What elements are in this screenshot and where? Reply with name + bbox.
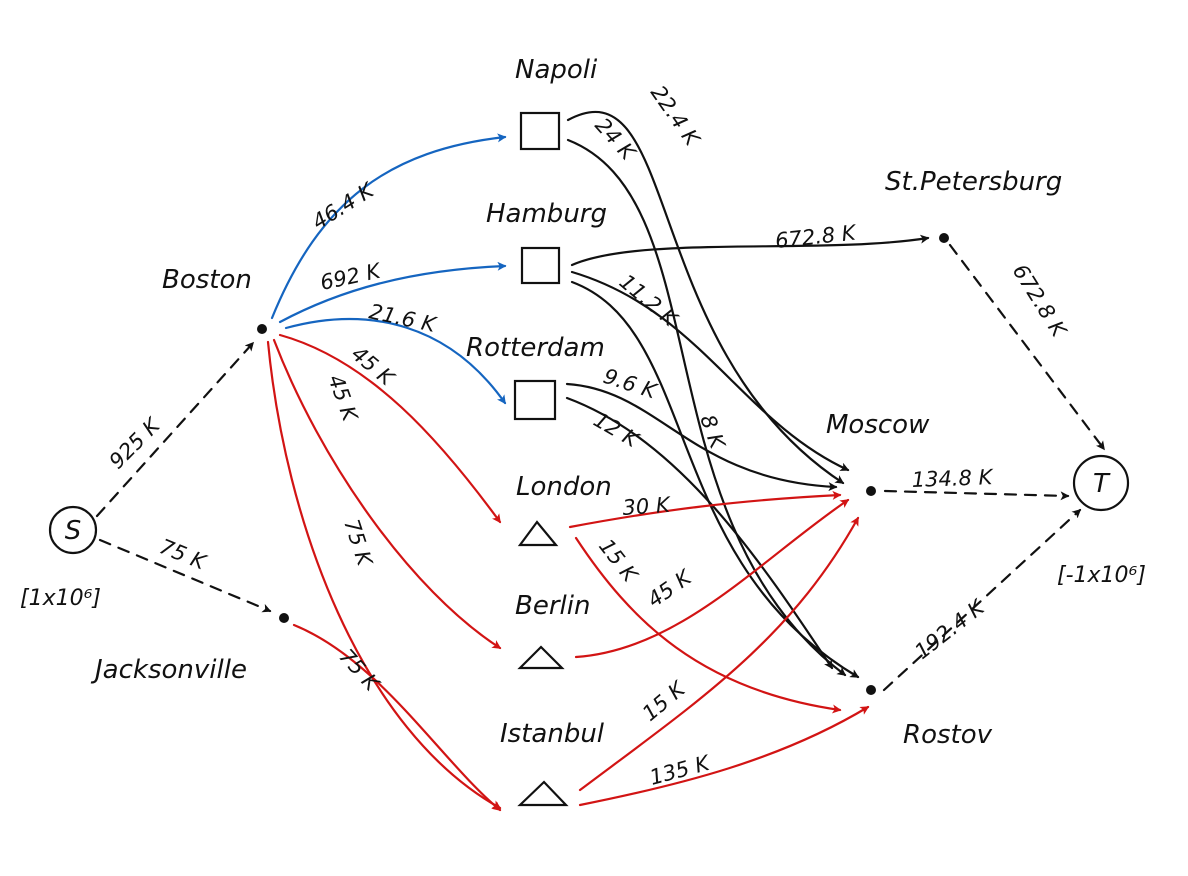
edge-istanbul-rostov	[578, 705, 870, 807]
flow-label-rotterdam-rostov: 12 K	[590, 408, 645, 453]
hamburg-label: Hamburg	[486, 199, 607, 229]
jacksonville-label: Jacksonville	[90, 655, 247, 685]
napoli-label: Napoli	[515, 55, 598, 85]
edge-boston-napoli	[270, 133, 507, 320]
edge-rostov-t	[882, 508, 1082, 692]
flow-label-moscow-t: 134.8 K	[911, 465, 995, 492]
edge-rotterdam-rostov	[565, 396, 834, 670]
edge-moscow-t	[883, 489, 1070, 501]
moscow-node	[866, 486, 876, 496]
edge-london-rostov	[574, 536, 842, 714]
edge-hamburg-stpetersburg	[570, 234, 930, 267]
edge-boston-rotterdam	[284, 318, 507, 405]
source-supply-label: [1x10⁶]	[20, 586, 101, 611]
london-label: London	[516, 472, 612, 502]
edge-hamburg-moscow	[570, 270, 850, 472]
edge-jacksonville-istanbul	[292, 623, 502, 812]
flow-label-london-moscow: 30 K	[622, 493, 673, 520]
flow-label-istanbul-rostov: 135 K	[647, 750, 714, 789]
rotterdam-node	[513, 379, 557, 421]
flow-label-boston-berlin: 45 K	[323, 372, 362, 427]
berlin-label: Berlin	[515, 591, 590, 621]
flow-label-london-rostov: 15 K	[594, 534, 643, 588]
flow-label-berlin-moscow: 45 K	[643, 564, 697, 612]
boston-label: Boston	[162, 265, 252, 295]
flow-label-jacksonville-istanbul: 75 K	[334, 644, 385, 697]
rostov-node	[866, 685, 876, 695]
flow-label-istanbul-moscow: 15 K	[638, 676, 691, 726]
edge-berlin-moscow	[574, 498, 850, 659]
berlin-node	[517, 645, 565, 670]
flow-label-rotterdam-moscow: 9.6 K	[600, 364, 661, 404]
napoli-node	[519, 111, 561, 151]
source-node	[48, 505, 98, 555]
sink-node	[1072, 454, 1130, 512]
sink-supply-label: [-1x10⁶]	[1057, 563, 1146, 588]
edge-stpetersburg-t	[948, 243, 1106, 451]
flow-label-hamburg-stpetersburg: 672.8 K	[774, 220, 859, 253]
edge-boston-london	[278, 333, 502, 524]
edge-boston-hamburg	[278, 261, 507, 324]
st-petersburg-node	[939, 233, 949, 243]
source-label: S	[65, 516, 82, 546]
edge-istanbul-moscow	[578, 516, 860, 792]
london-node	[517, 520, 559, 547]
flow-label-s-boston: 925 K	[105, 412, 166, 473]
rotterdam-label: Rotterdam	[466, 333, 605, 363]
flow-label-s-jacksonville: 75 K	[156, 534, 211, 575]
sink-label: T	[1093, 469, 1111, 499]
edge-rotterdam-moscow	[565, 382, 838, 492]
edge-hamburg-rostov	[570, 280, 860, 679]
moscow-label: Moscow	[826, 410, 930, 440]
flow-label-boston-hamburg: 692 K	[318, 258, 384, 295]
edge-napoli-rostov	[566, 138, 847, 677]
flow-label-rostov-t: 192.4 K	[910, 594, 990, 664]
hamburg-node	[520, 246, 561, 285]
edge-london-moscow	[568, 490, 842, 529]
rostov-label: Rostov	[903, 720, 993, 750]
edge-boston-berlin	[272, 338, 502, 650]
boston-node	[257, 324, 267, 334]
edge-s-jacksonville	[98, 538, 272, 613]
flow-label-napoli-rostov: 22.4 K	[646, 81, 705, 152]
st-petersburg-label: St.Petersburg	[885, 167, 1062, 197]
edge-s-boston	[95, 341, 255, 518]
flow-label-boston-rotterdam: 21.6 K	[367, 299, 440, 337]
edge-boston-istanbul	[266, 340, 502, 810]
istanbul-node	[517, 780, 569, 807]
jacksonville-node	[279, 613, 289, 623]
istanbul-label: Istanbul	[500, 719, 605, 749]
flow-label-boston-istanbul: 75 K	[339, 516, 377, 570]
flow-label-boston-napoli: 46.4 K	[308, 177, 380, 234]
flow-label-stpetersburg-t: 672.8 K	[1008, 260, 1072, 343]
